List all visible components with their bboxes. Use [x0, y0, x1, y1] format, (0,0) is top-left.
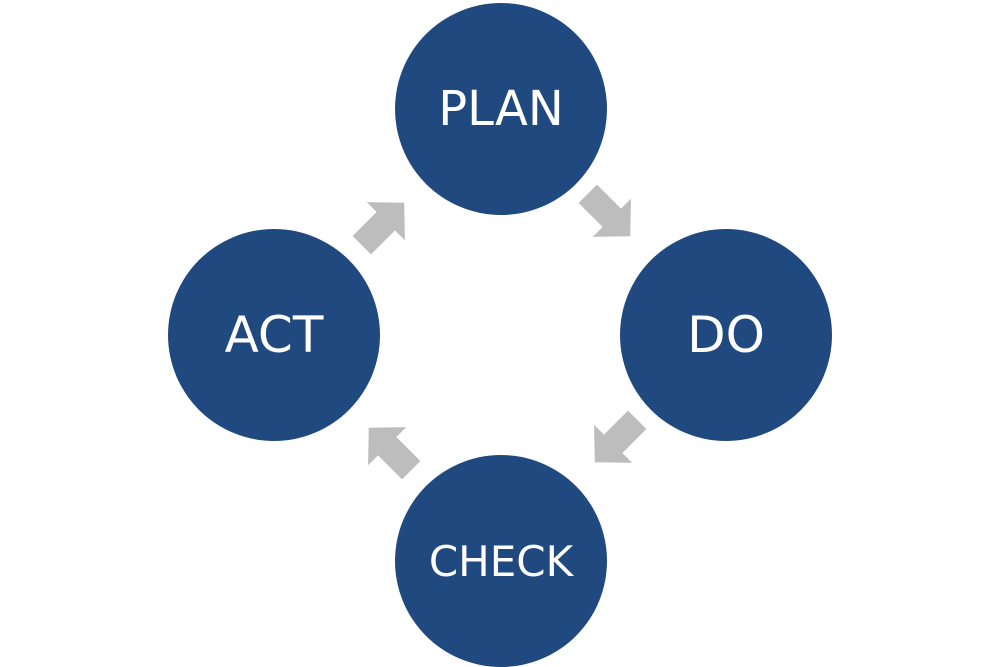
arrow-act-to-plan — [352, 202, 405, 255]
node-plan: PLAN — [395, 3, 607, 215]
arrow-do-to-check — [594, 410, 647, 463]
node-check-label: CHECK — [428, 536, 574, 586]
arrow-icon — [368, 427, 421, 480]
arrow-icon — [578, 184, 631, 237]
node-plan-label: PLAN — [438, 81, 564, 137]
node-act: ACT — [168, 229, 380, 441]
node-do: DO — [620, 229, 832, 441]
arrow-check-to-act — [368, 427, 421, 480]
arrow-icon — [594, 410, 647, 463]
arrow-icon — [352, 202, 405, 255]
node-do-label: DO — [687, 306, 765, 364]
arrow-plan-to-do — [578, 184, 631, 237]
node-act-label: ACT — [224, 306, 324, 364]
node-check: CHECK — [395, 455, 607, 667]
